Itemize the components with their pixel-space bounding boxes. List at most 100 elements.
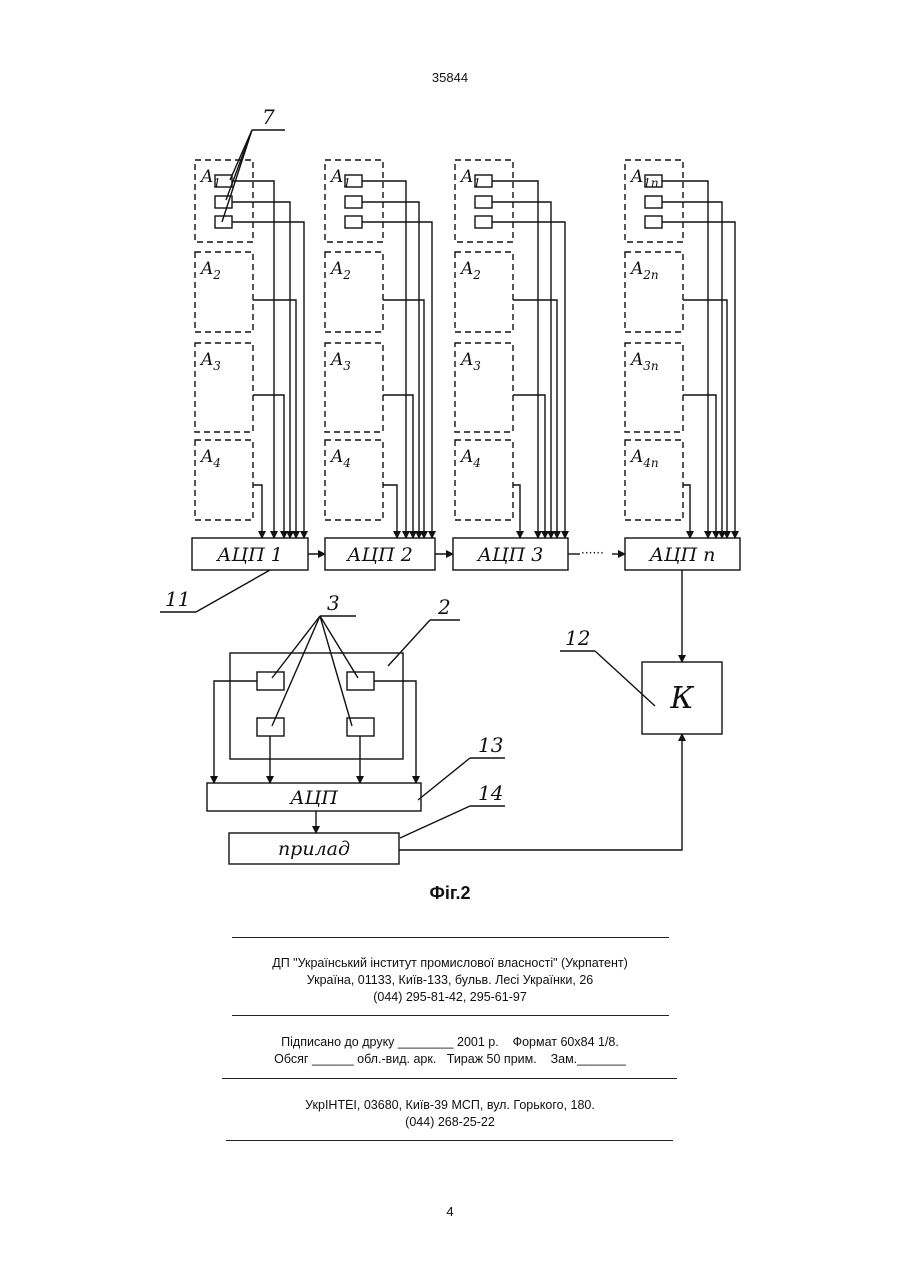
sensor-element <box>645 216 662 228</box>
signal-wire <box>232 222 304 538</box>
signal-wire <box>513 485 520 538</box>
module-label: A3 <box>459 350 481 373</box>
module-label: A4n <box>629 447 659 470</box>
callout-number: 13 <box>478 733 503 757</box>
module-label: A2 <box>329 259 351 282</box>
module-index: 3n <box>643 359 658 373</box>
module-letter: A <box>629 167 643 187</box>
reference-measurement: КАЦПприлад <box>207 653 722 864</box>
signal-wire <box>383 485 397 538</box>
signal-wire <box>683 485 690 538</box>
signal-wire <box>383 395 413 538</box>
adc-label: АЦП 1 <box>215 544 283 566</box>
callout-leader <box>595 651 655 706</box>
imprint-line: Україна, 01133, Київ-133, бульв. Лесі Ук… <box>0 972 900 989</box>
adc-label: АЦП 2 <box>345 544 413 566</box>
imprint-line: (044) 295-81-42, 295-61-97 <box>0 989 900 1006</box>
sensor-element <box>345 196 362 208</box>
sensor-element <box>475 216 492 228</box>
module-letter: A <box>199 447 213 467</box>
device-label: прилад <box>278 838 350 860</box>
divider <box>226 1140 673 1141</box>
comparator-label: К <box>669 681 694 716</box>
module-label: A4 <box>459 447 481 470</box>
module-label: A2 <box>459 259 481 282</box>
imprint-printer: УкрІНТЕІ, 03680, Київ-39 МСП, вул. Горьк… <box>0 1097 900 1131</box>
imprint-line: Обсяг ______ обл.-вид. арк. Тираж 50 при… <box>0 1051 900 1068</box>
callout-leader <box>272 616 320 678</box>
module-index: 4 <box>472 456 481 470</box>
module-index: 2 <box>212 268 221 282</box>
module-label: A4 <box>199 447 221 470</box>
module-letter: A <box>329 259 343 279</box>
module-letter: A <box>459 350 473 370</box>
signal-wire <box>253 485 262 538</box>
module-letter: A <box>459 259 473 279</box>
divider <box>232 1015 669 1016</box>
signal-wire <box>383 300 424 538</box>
callout-leader <box>272 616 320 726</box>
module-letter: A <box>329 167 343 187</box>
module-letter: A <box>629 350 643 370</box>
callout-number: 2 <box>437 595 451 619</box>
module-letter: A <box>459 167 473 187</box>
sensor-element <box>475 196 492 208</box>
module-index: 3 <box>213 359 221 373</box>
module-label: A3 <box>199 350 221 373</box>
signal-wire <box>253 395 284 538</box>
module-letter: A <box>199 167 213 187</box>
device-to-comparator <box>399 734 682 850</box>
signal-wire <box>214 681 257 783</box>
module-index: 4 <box>342 456 351 470</box>
imprint-print: Підписано до друку ________ 2001 р. Форм… <box>0 1034 900 1068</box>
signal-wire <box>513 395 545 538</box>
module-label: A3 <box>329 350 351 373</box>
callout-leader <box>320 616 358 678</box>
imprint-org: ДП "Український інститут промислової вла… <box>0 955 900 1006</box>
module-letter: A <box>329 350 343 370</box>
module-letter: A <box>199 259 213 279</box>
signal-wire <box>492 222 565 538</box>
module-index: 4n <box>642 456 658 470</box>
module-label: A2n <box>629 259 659 282</box>
reference-body <box>230 653 403 759</box>
reference-sensor <box>257 718 284 736</box>
adc-label: АЦП n <box>648 544 716 566</box>
sensor-element <box>345 216 362 228</box>
module-letter: A <box>329 447 343 467</box>
figure-caption: Фіг.2 <box>0 883 900 904</box>
reference-sensor <box>257 672 284 690</box>
page-number: 4 <box>0 1204 900 1219</box>
callout-leader <box>418 758 470 800</box>
callout-leader <box>320 616 352 726</box>
module-index: 3 <box>343 359 351 373</box>
module-index: 2 <box>342 268 351 282</box>
callouts: 7 11 3 2 12 13 14 <box>160 105 655 838</box>
imprint-line: УкрІНТЕІ, 03680, Київ-39 МСП, вул. Горьк… <box>0 1097 900 1114</box>
callout-leader <box>196 570 270 612</box>
callout-leader <box>388 620 430 666</box>
divider <box>232 937 669 938</box>
callout-number: 11 <box>165 587 190 611</box>
signal-wire <box>662 222 735 538</box>
callout-number: 14 <box>478 781 503 805</box>
module-label: A2 <box>199 259 221 282</box>
module-index: 2 <box>472 268 481 282</box>
callout-number: 7 <box>262 105 275 129</box>
module-index: 3 <box>473 359 481 373</box>
signal-wire <box>374 681 416 783</box>
imprint-line: ДП "Український інститут промислової вла… <box>0 955 900 972</box>
imprint-line: (044) 268-25-22 <box>0 1114 900 1131</box>
callout-leader <box>222 130 252 222</box>
adc-label: АЦП 3 <box>476 544 544 566</box>
module-label: A3n <box>629 350 659 373</box>
callout-number: 3 <box>327 591 340 615</box>
sensor-element <box>645 196 662 208</box>
imprint-line: Підписано до друку ________ 2001 р. Форм… <box>0 1034 900 1051</box>
module-label: A4 <box>329 447 351 470</box>
continuation-dots: ······ <box>581 546 604 560</box>
callout-number: 12 <box>565 626 590 650</box>
module-letter: A <box>199 350 213 370</box>
module-letter: A <box>629 447 643 467</box>
